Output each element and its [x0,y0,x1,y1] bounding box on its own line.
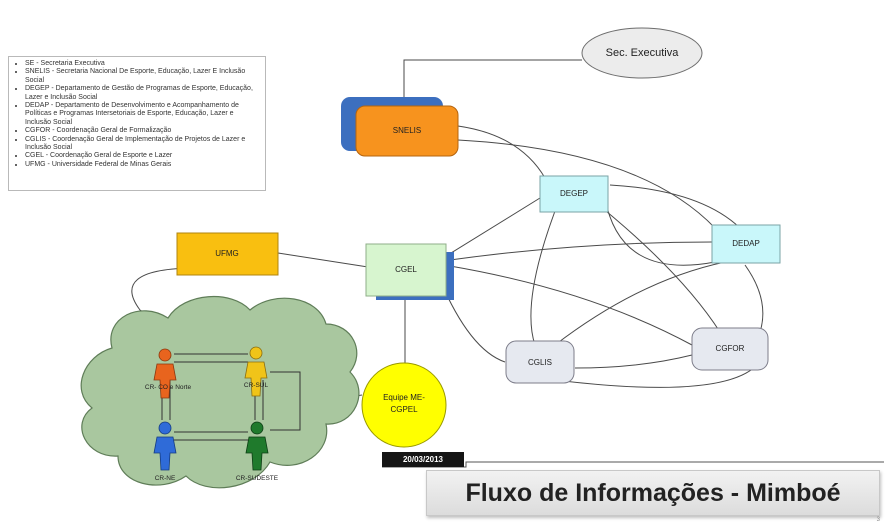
equipe-label-line2: CGPEL [390,405,418,414]
link-degep-dedap-lower [604,197,716,266]
node-dedap[interactable]: DEDAP [711,224,781,264]
person-cr-ne-icon [153,421,177,471]
legend-item-cglis: CGLIS - Coordenação Geral de Implementaç… [25,136,261,153]
link-ufmg-cgel [277,252,369,268]
link-cglis-cgfor [574,354,693,369]
node-cglis[interactable]: CGLIS [505,340,575,384]
title-accent-line [382,461,884,468]
node-sec-executiva[interactable]: Sec. Executiva [581,27,703,79]
legend-item-dedap: DEDAP - Departamento de Desenvolvimento … [25,102,261,127]
link-degep-dedap [609,184,741,229]
legend-item-snelis: SNELIS - Secretaria Nacional De Esporte,… [25,68,261,85]
cr-co-norte-label: CR- CO e Norte [145,384,192,391]
legend-item-se: SE - Secretaria Executiva [25,60,261,68]
link-degep-cgfor [589,197,721,333]
node-snelis[interactable]: SNELIS [341,97,459,157]
acronym-legend: SE - Secretaria Executiva SNELIS - Secre… [8,56,266,191]
ufmg-label: UFMG [215,249,239,258]
date-badge: 20/03/2013 [382,452,464,467]
link-cgfor-dedap [744,264,764,333]
node-cgfor[interactable]: CGFOR [691,327,769,371]
legend-item-degep: DEGEP - Departamento de Gestão de Progra… [25,85,261,102]
link-snelis-sec [403,59,582,105]
page-title: Fluxo de Informações - Mimboé [426,470,880,516]
link-snelis-dedap [457,139,716,229]
cloud-connectors [161,353,301,441]
node-cgel[interactable]: CGEL [365,243,454,300]
cgfor-label: CGFOR [716,344,745,353]
link-cglis-cgfor-lower [554,365,757,388]
cr-sudeste-label: CR-SUDESTE [236,475,279,482]
snelis-label: SNELIS [393,126,421,135]
link-snelis-degep [457,125,546,179]
legend-item-ufmg: UFMG - Universidade Federal de Minas Ger… [25,161,261,169]
legend-item-cgel: CGEL - Coordenação Geral de Esporte e La… [25,152,261,160]
cr-ne-label: CR-NE [155,475,176,482]
cglis-label: CGLIS [528,358,552,367]
person-cr-co-norte-icon [153,348,177,399]
degep-label: DEGEP [560,189,588,198]
sec-executiva-label: Sec. Executiva [606,47,680,59]
legend-item-cgfor: CGFOR - Coordenação Geral de Formalizaçã… [25,127,261,135]
cr-sul-label: CR-SUL [244,382,269,389]
equipe-label-line1: Equipe ME- [383,393,425,402]
regional-cloud [80,295,360,489]
node-ufmg[interactable]: UFMG [176,232,279,276]
node-degep[interactable]: DEGEP [539,175,609,213]
node-equipe-me-cgpel[interactable]: Equipe ME- CGPEL [361,362,447,448]
link-cglis-dedap [554,261,726,346]
person-cr-sul-icon [244,346,268,397]
slide-number: 3 [876,517,880,523]
dedap-label: DEDAP [732,239,760,248]
cgel-label: CGEL [395,265,417,274]
link-degep-cglis [530,197,561,346]
link-cgel-dedap [449,241,713,261]
link-cgel-cgfor [449,265,693,346]
person-cr-sudeste-icon [245,421,269,471]
